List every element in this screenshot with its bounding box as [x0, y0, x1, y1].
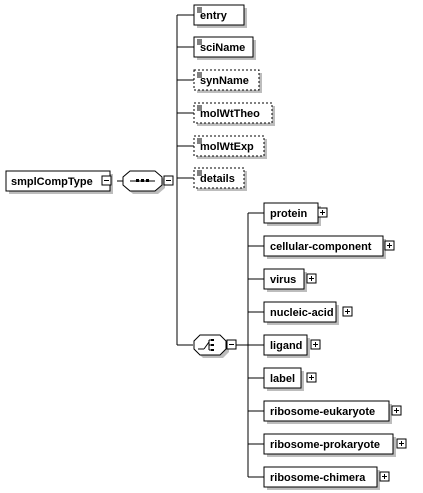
element-label: virus — [270, 274, 296, 286]
element-ribosome-prokaryote[interactable]: ribosome-prokaryote — [263, 433, 407, 457]
root-element-label: smplCompType — [11, 176, 93, 188]
sequence-compositor[interactable] — [122, 170, 174, 194]
element-label: molWtTheo — [200, 108, 260, 120]
element-molWtTheo[interactable]: molWtTheo — [193, 102, 275, 126]
element-label: cellular-component — [270, 241, 372, 253]
element-ribosome-eukaryote[interactable]: ribosome-eukaryote — [263, 400, 402, 424]
element-label-text: label — [270, 373, 295, 385]
collapse-minus-icon[interactable] — [163, 175, 174, 186]
simple-element-icon — [197, 138, 202, 144]
expand-plus-icon[interactable] — [306, 273, 317, 284]
simple-element-icon — [197, 39, 202, 45]
simple-element-icon — [197, 170, 202, 176]
element-label: nucleic-acid — [270, 307, 334, 319]
sequence-compositor-icon — [130, 179, 155, 182]
element-ribosome-chimera[interactable]: ribosome-chimera — [263, 466, 390, 490]
root-element[interactable]: smplCompType — [5, 170, 113, 194]
choice-compositor[interactable] — [193, 334, 237, 358]
expand-plus-icon[interactable] — [317, 207, 328, 218]
simple-element-icon — [197, 7, 202, 13]
expand-plus-icon[interactable] — [342, 306, 353, 317]
simple-element-icon — [197, 72, 202, 78]
element-cellular-component[interactable]: cellular-component — [263, 235, 395, 259]
element-label: entry — [200, 10, 228, 22]
element-label: protein — [270, 208, 308, 220]
element-synName[interactable]: synName — [193, 69, 262, 93]
expand-plus-icon[interactable] — [306, 372, 317, 383]
element-virus[interactable]: virus — [263, 268, 317, 292]
element-protein[interactable]: protein — [263, 202, 328, 226]
connector-lines — [117, 14, 264, 478]
element-label: ribosome-eukaryote — [270, 406, 375, 418]
element-entry[interactable]: entry — [193, 4, 247, 28]
simple-element-icon — [197, 105, 202, 111]
expand-plus-icon[interactable] — [391, 405, 402, 416]
element-label: sciName — [200, 42, 245, 54]
element-label: details — [200, 173, 235, 185]
element-label: molWtExp — [200, 141, 254, 153]
element-label: ligand — [270, 340, 302, 352]
expand-plus-icon[interactable] — [310, 339, 321, 350]
element-sciName[interactable]: sciName — [193, 36, 256, 60]
choice-compositor-icon — [198, 339, 214, 351]
element-nucleic-acid[interactable]: nucleic-acid — [263, 301, 353, 325]
expand-plus-icon[interactable] — [384, 240, 395, 251]
element-label: ribosome-chimera — [270, 472, 366, 484]
expand-plus-icon[interactable] — [396, 438, 407, 449]
element-details[interactable]: details — [193, 167, 247, 191]
element-ligand[interactable]: ligand — [263, 334, 321, 358]
element-label: synName — [200, 75, 249, 87]
element-label[interactable]: label — [263, 367, 317, 391]
collapse-minus-icon[interactable] — [226, 339, 237, 350]
collapse-minus-icon[interactable] — [101, 175, 112, 186]
element-molWtExp[interactable]: molWtExp — [193, 135, 267, 159]
element-label: ribosome-prokaryote — [270, 439, 380, 451]
expand-plus-icon[interactable] — [379, 471, 390, 482]
